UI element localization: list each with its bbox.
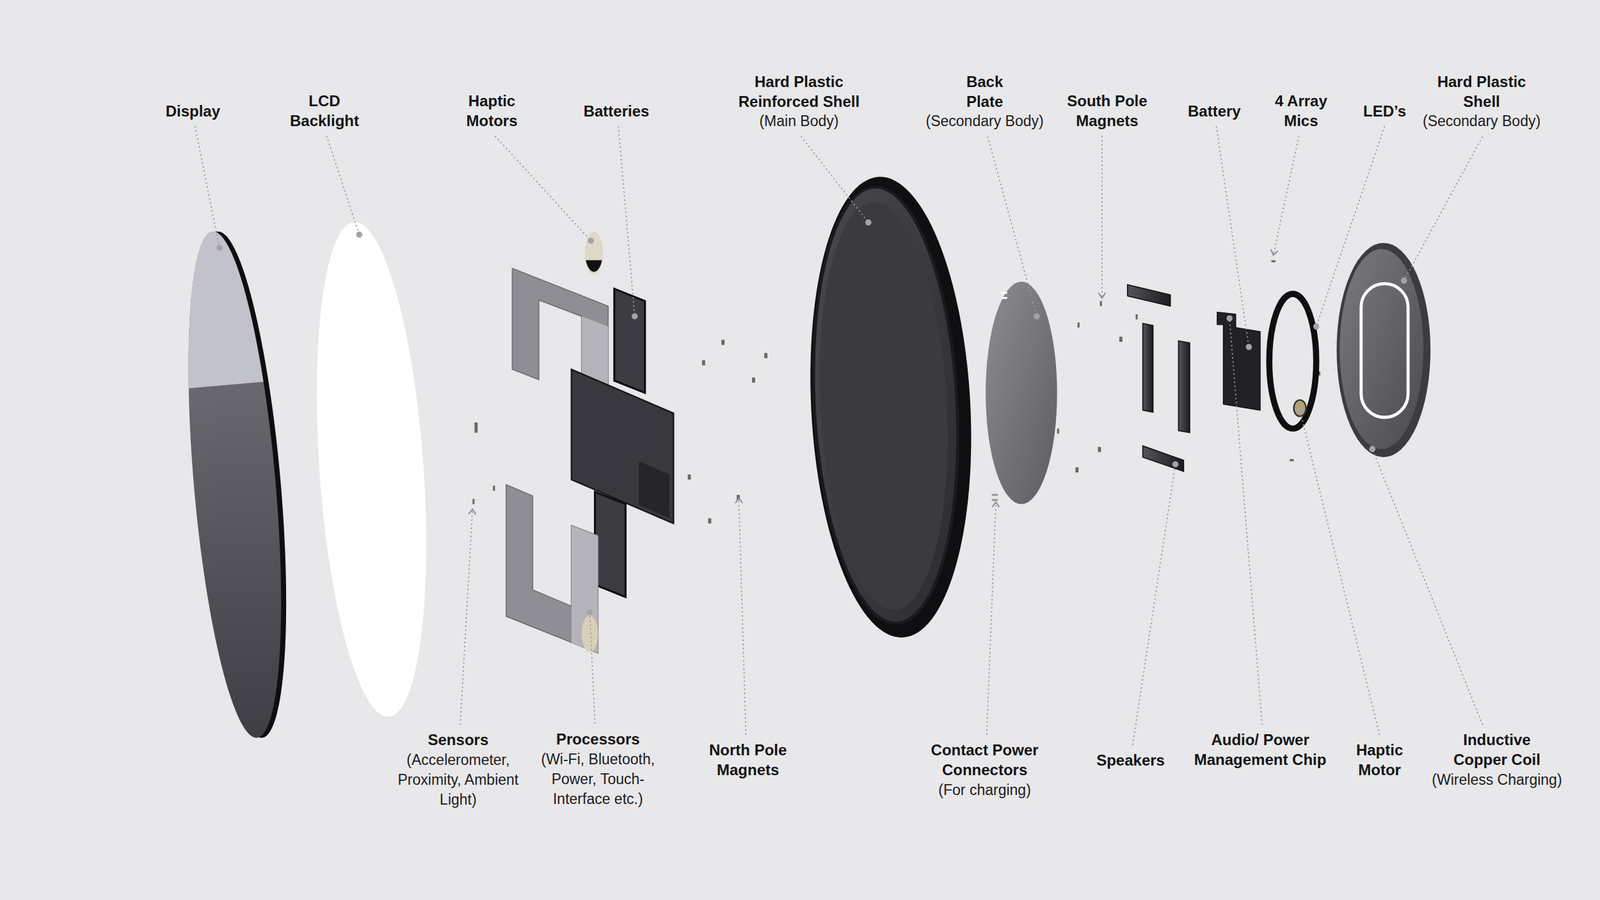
- leader-line: [1132, 464, 1176, 745]
- part-label: Inductive Copper Coil: [1442, 729, 1552, 770]
- part-label: Processors: [556, 728, 640, 749]
- leader-dot: [586, 609, 594, 616]
- leader-line: [326, 135, 360, 235]
- part-note: (Wi-Fi, Bluetooth, Power, Touch-Interfac…: [523, 749, 672, 809]
- part-note: (Secondary Body): [926, 111, 1044, 132]
- part-label: Sensors: [428, 729, 489, 750]
- display-part: [172, 227, 303, 742]
- part-label: Hard Plastic Reinforced Shell: [718, 71, 879, 112]
- leader-line: [1216, 126, 1249, 347]
- leader-line: [738, 497, 746, 735]
- leader-line: [195, 126, 220, 248]
- part-label: Haptic Motors: [453, 90, 530, 131]
- leader-arrowhead: [1098, 293, 1106, 299]
- part-label: North Pole Magnets: [696, 739, 800, 780]
- leader-arrowhead: [992, 501, 1000, 507]
- leader-dot: [1246, 343, 1253, 351]
- leader-dot: [1369, 446, 1376, 453]
- part-note: (Secondary Body): [1422, 111, 1541, 132]
- processor-boards: [472, 231, 768, 653]
- part-label: 4 Array Mics: [1264, 90, 1338, 131]
- leader-dot: [587, 237, 594, 244]
- leader-dot: [1296, 407, 1304, 414]
- leader-line: [1229, 318, 1263, 725]
- part-note: (Accelerometer, Proximity, Ambient Light…: [392, 750, 524, 810]
- leader-line: [1101, 135, 1103, 298]
- part-note: (For charging): [938, 780, 1031, 800]
- rear-components: [1057, 242, 1431, 473]
- leader-dot: [1400, 277, 1408, 285]
- part-label: Audio/ Power Management Chip: [1182, 729, 1339, 770]
- leader-line: [590, 611, 596, 724]
- leader-arrowhead: [735, 497, 743, 504]
- leader-line: [618, 126, 635, 317]
- leader-dot: [216, 245, 223, 252]
- part-label: Hard Plastic Shell: [1420, 71, 1543, 112]
- leader-dot: [1226, 315, 1233, 322]
- leader-dot: [1172, 461, 1179, 468]
- leader-line: [987, 136, 1037, 317]
- part-label: Speakers: [1096, 750, 1165, 770]
- part-label: South Pole Magnets: [1056, 90, 1159, 131]
- leader-line: [1299, 410, 1380, 735]
- leader-arrowhead: [1271, 249, 1279, 256]
- leader-line: [1273, 135, 1300, 255]
- leader-line: [1372, 448, 1483, 725]
- leader-line: [801, 136, 869, 223]
- leader-dot: [356, 231, 363, 239]
- leader-arrowhead: [468, 508, 476, 514]
- leader-dot: [1033, 312, 1040, 320]
- main-shell: [799, 172, 983, 642]
- part-note: (Main Body): [759, 111, 839, 132]
- leader-line: [986, 501, 996, 735]
- part-note: (Wireless Charging): [1431, 769, 1562, 790]
- leader-dot: [1313, 323, 1320, 330]
- part-label: Display: [165, 101, 221, 121]
- leader-line: [1404, 136, 1483, 281]
- leader-dot: [865, 219, 872, 226]
- leader-line: [460, 508, 473, 725]
- part-label: Batteries: [583, 101, 650, 121]
- part-label: Contact Power Connectors: [909, 739, 1060, 780]
- back-plate: [985, 281, 1058, 505]
- part-label: Battery: [1187, 101, 1241, 121]
- leader-line: [494, 135, 591, 241]
- backlight-part: [302, 218, 441, 720]
- part-label: Back Plate: [955, 71, 1015, 112]
- leader-line: [1316, 126, 1385, 327]
- leader-dot: [631, 312, 639, 320]
- part-label: LED’s: [1363, 101, 1407, 121]
- part-label: Haptic Motor: [1347, 739, 1412, 780]
- part-label: LCD Backlight: [279, 90, 370, 131]
